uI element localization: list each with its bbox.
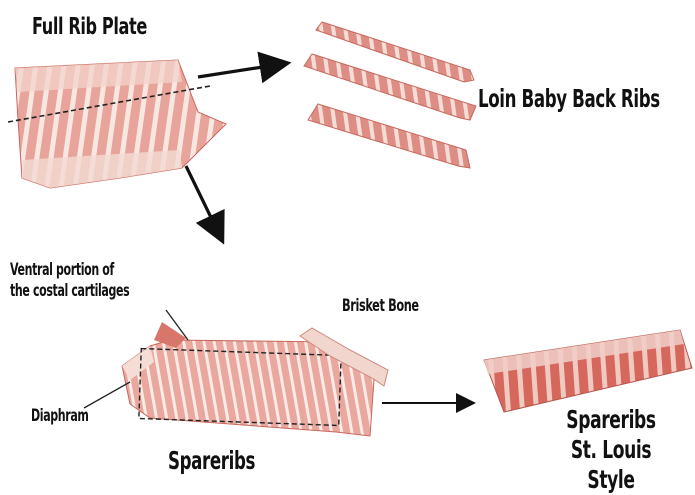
arrow-to-loin bbox=[198, 64, 282, 77]
label-spareribs: Spareribs bbox=[168, 448, 255, 473]
label-st-louis-line2: St. Louis Style bbox=[554, 435, 668, 495]
full-rib-plate-image bbox=[15, 60, 226, 188]
label-st-louis-spareribs: Spareribs St. Louis Style bbox=[554, 405, 668, 495]
loin-baby-back-ribs-image bbox=[304, 22, 476, 168]
diaphram-leader-line bbox=[84, 382, 130, 408]
st-louis-spareribs-image bbox=[484, 330, 692, 412]
label-full-rib-plate: Full Rib Plate bbox=[32, 16, 147, 39]
label-loin-baby-back-ribs: Loin Baby Back Ribs bbox=[478, 86, 660, 111]
label-st-louis-line1: Spareribs bbox=[554, 405, 668, 435]
label-brisket-bone: Brisket Bone bbox=[342, 298, 419, 315]
arrow-to-spareribs bbox=[186, 166, 220, 236]
label-diaphram: Diaphram bbox=[31, 408, 89, 425]
label-ventral-portion: Ventral portion of the costal cartilages bbox=[10, 260, 129, 302]
rib-cuts-diagram: Full Rib Plate Loin Baby Back Ribs Ventr… bbox=[0, 0, 695, 478]
